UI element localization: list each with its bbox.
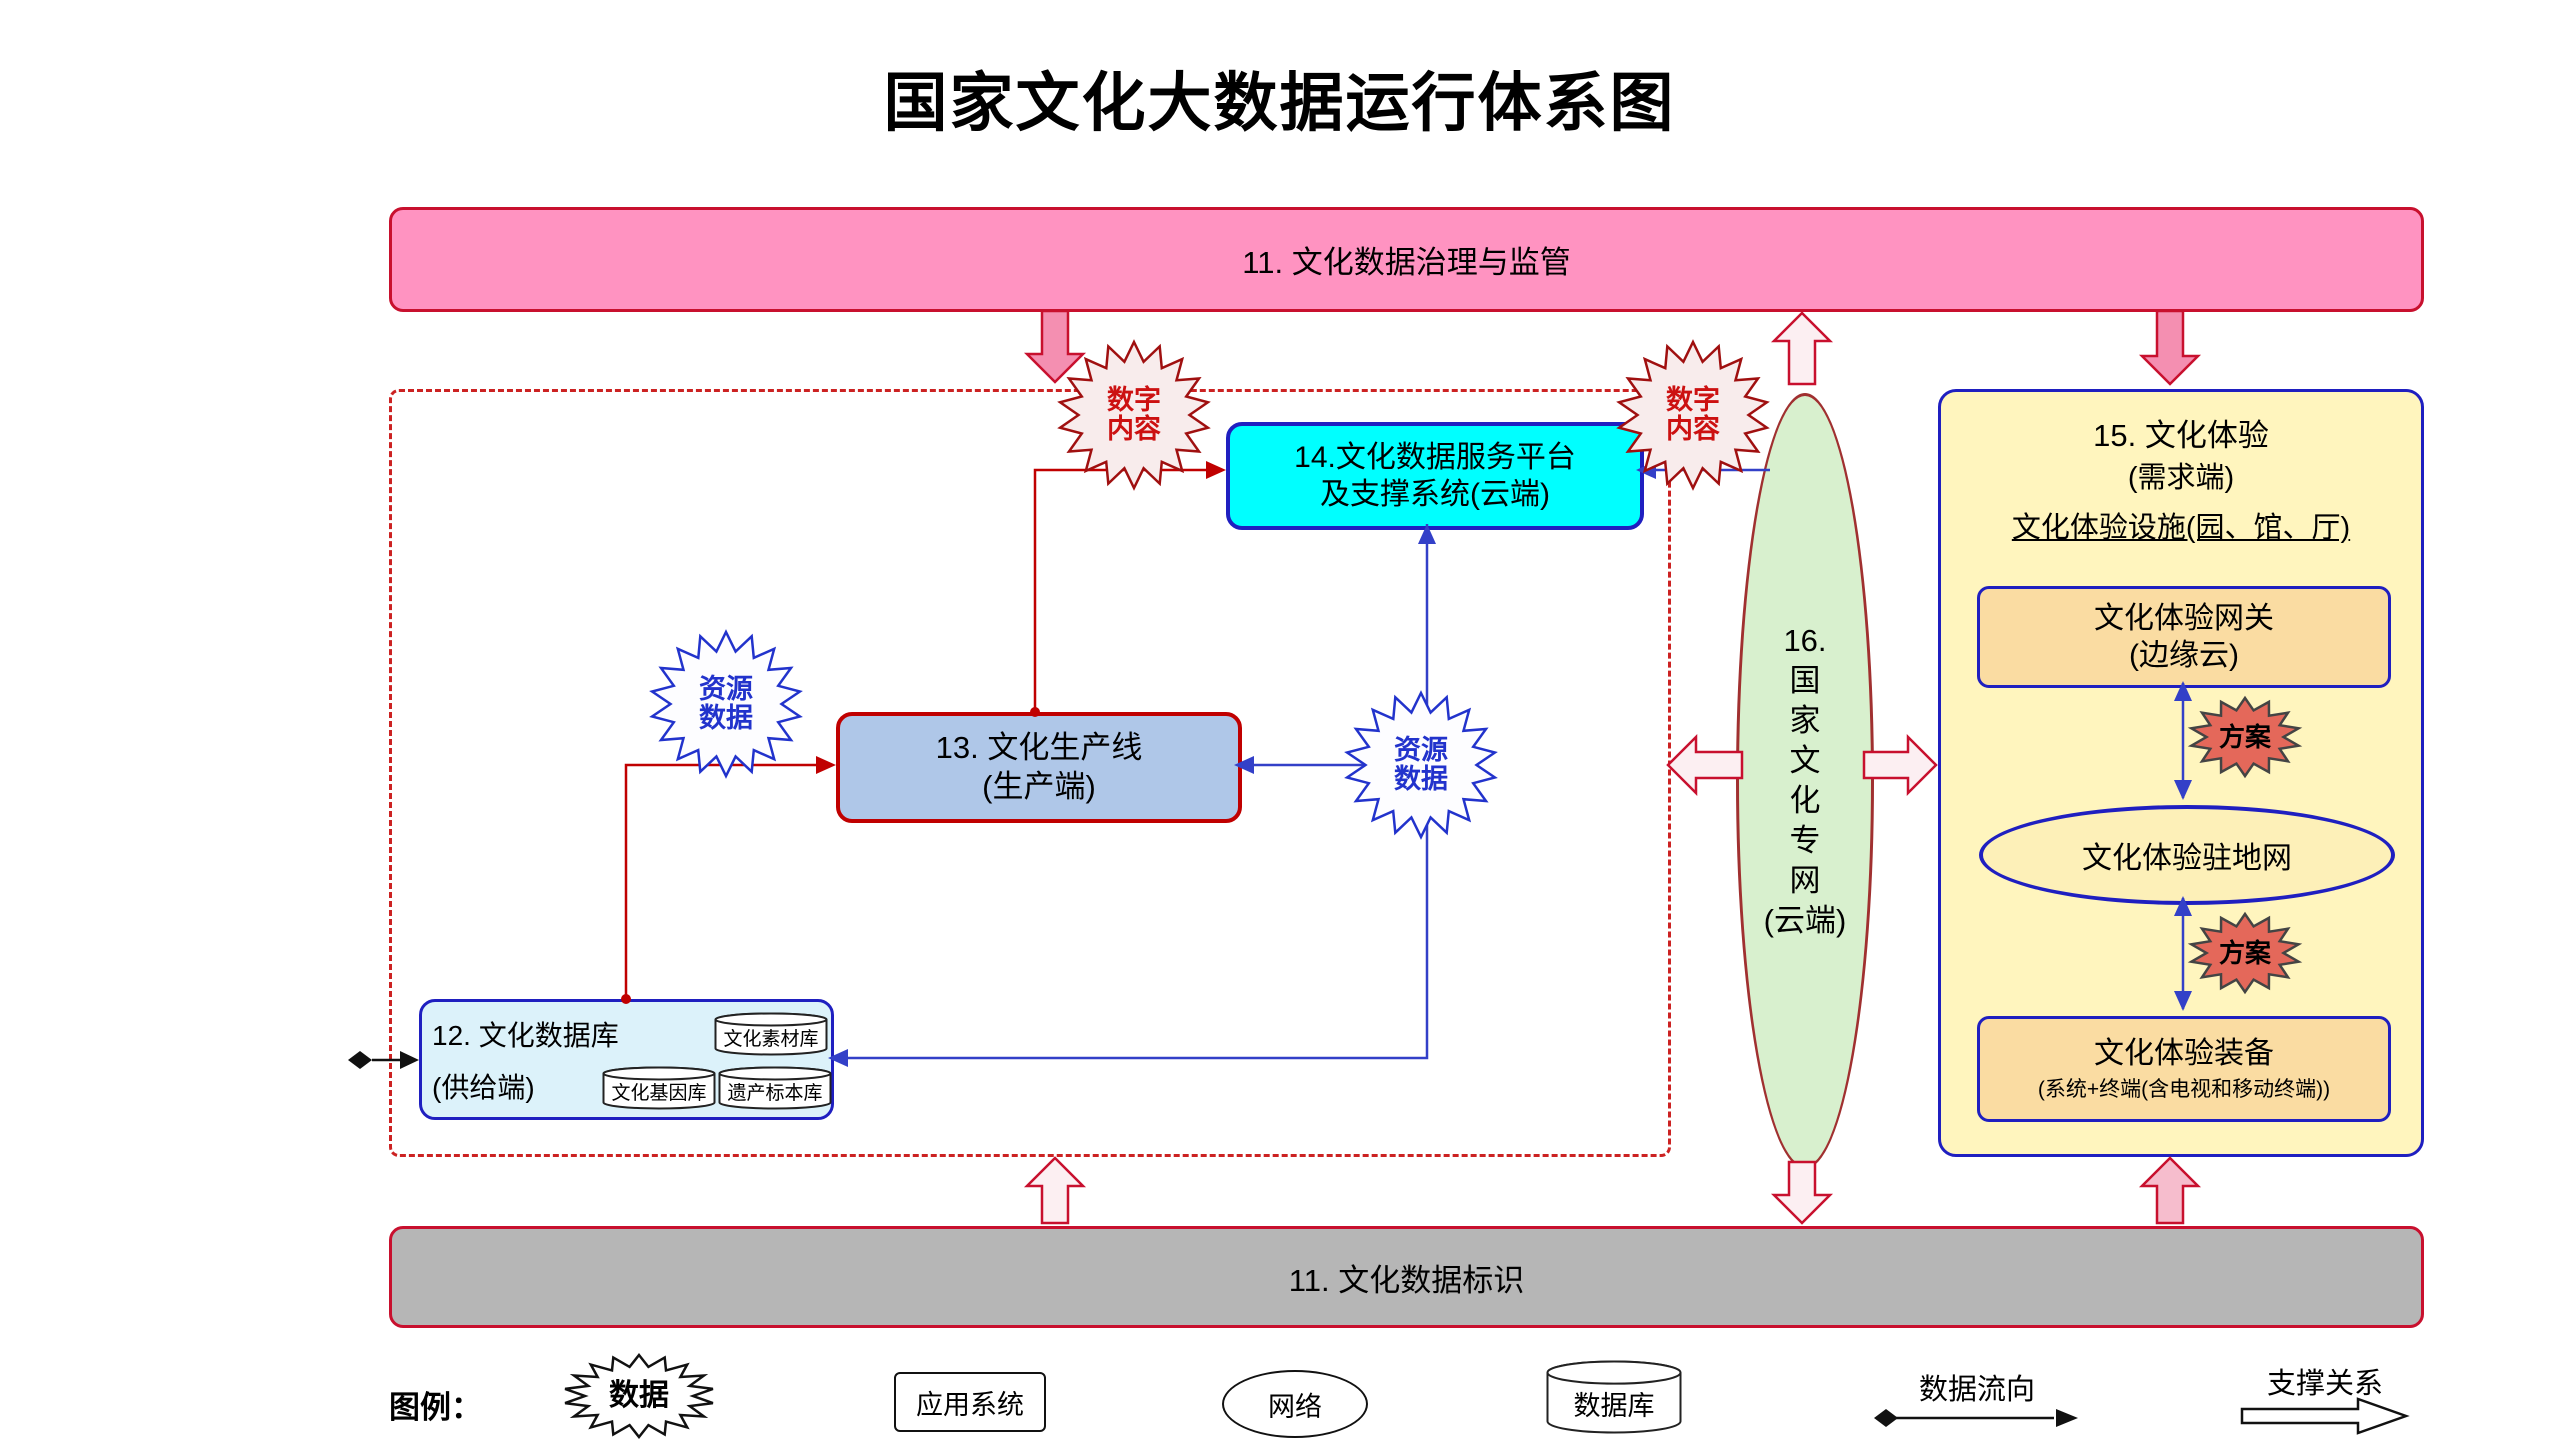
node-experience-equipment: 文化体验装备 (系统+终端(含电视和移动终端)) [1977,1016,2391,1122]
production-line-sublabel: (生产端) [982,768,1096,804]
banner-data-governance-label: 11. 文化数据治理与监管 [1242,245,1571,280]
block-arrow-up-identification-right [2138,1156,2202,1225]
burst-plan-lower: 方案 [2187,911,2303,995]
node-experience-gateway: 文化体验网关 (边缘云) [1977,586,2391,688]
platform-sublabel: 及支撑系统(云端) [1320,478,1550,511]
burst-resource-data-right: 资源 数据 [1343,690,1499,840]
node-experience-premises-network: 文化体验驻地网 [1979,805,2395,905]
node-production-line: 13. 文化生产线 (生产端) [836,712,1242,823]
burst-digital-content-left: 数字 内容 [1056,339,1212,491]
block-arrow-up-identification-left [1023,1156,1087,1225]
premises-network-label: 文化体验驻地网 [2082,842,2292,875]
platform-label: 14.文化数据服务平台 [1294,440,1576,474]
legend-application-system: 应用系统 [894,1372,1046,1432]
banner-data-governance: 11. 文化数据治理与监管 [389,207,2424,312]
gateway-sublabel: (边缘云) [2129,639,2239,672]
block-arrow-down-governance-right [2138,309,2202,386]
panel-cultural-experience: 15. 文化体验 (需求端) 文化体验设施(园、馆、厅) 文化体验网关 (边缘云… [1938,389,2424,1157]
cylinder-gene-library: 文化基因库 [602,1066,716,1110]
equipment-label: 文化体验装备 [2094,1037,2274,1071]
node-cultural-database: 12. 文化数据库 (供给端) 文化素材库 文化基因库 遗产标本库 [419,999,834,1120]
national-network-label: 16.国家文化专网(云端) [1763,623,1847,938]
burst-plan-upper: 方案 [2187,695,2303,779]
gateway-label: 文化体验网关 [2094,601,2274,635]
legend-burst-data: 数据 [561,1352,717,1439]
legend-network: 网络 [1222,1370,1368,1438]
cultural-database-label: 12. 文化数据库 [432,1020,619,1051]
legend-database-cylinder: 数据库 [1546,1360,1682,1434]
legend-support-symbol [2240,1397,2410,1435]
legend-support-label: 支撑关系 [2266,1368,2383,1400]
block-arrow-left-network-to-region [1666,733,1744,797]
block-arrow-down-network-to-identification [1770,1160,1834,1225]
page-title: 国家文化大数据运行体系图 [883,67,1676,139]
block-arrow-right-network-to-experience [1862,733,1938,797]
block-arrow-up-network-to-governance [1770,311,1834,386]
node-data-service-platform: 14.文化数据服务平台 及支撑系统(云端) [1226,422,1644,530]
cylinder-material-library: 文化素材库 [714,1012,828,1056]
banner-data-identification: 11. 文化数据标识 [389,1226,2424,1328]
production-line-label: 13. 文化生产线 [935,729,1143,765]
equipment-sublabel: (系统+终端(含电视和移动终端)) [2037,1077,2331,1101]
legend-title: 图例： [389,1390,482,1425]
cylinder-heritage-specimen-library: 遗产标本库 [718,1066,832,1110]
legend-flow-label: 数据流向 [1918,1374,2035,1406]
burst-resource-data-left: 资源 数据 [648,629,804,779]
cultural-database-sublabel: (供给端) [432,1072,535,1103]
banner-data-identification-label: 11. 文化数据标识 [1288,1262,1525,1298]
experience-title: 15. 文化体验 [2093,418,2269,453]
experience-facility-label: 文化体验设施(园、馆、厅) [2011,512,2351,544]
node-national-cultural-network: 16.国家文化专网(云端) [1736,393,1874,1169]
burst-digital-content-right: 数字 内容 [1615,339,1771,491]
experience-subtitle: (需求端) [2127,462,2235,494]
legend-flow-symbol [1874,1409,2078,1427]
flow-diamond [348,1051,372,1069]
